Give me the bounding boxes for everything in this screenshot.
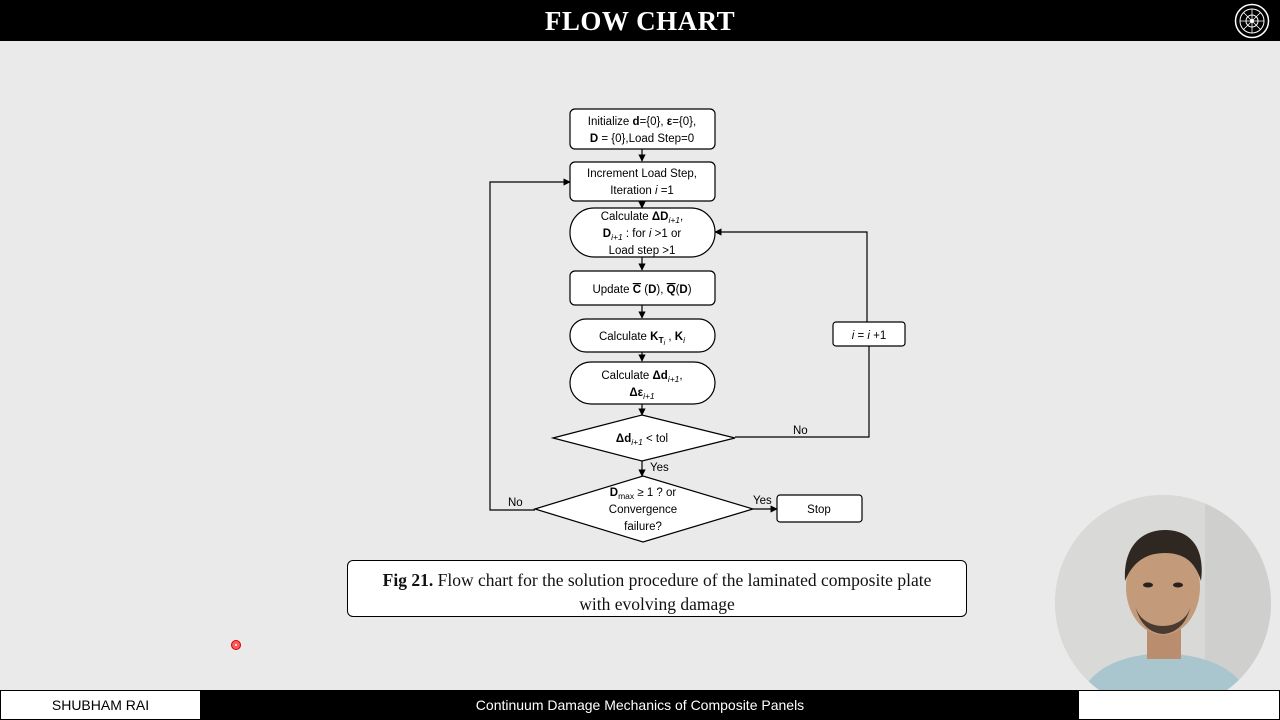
node-initialize	[569, 108, 716, 150]
increment-line2: Iteration i =1	[610, 185, 674, 197]
footer-right-box	[1079, 691, 1279, 719]
damage-line3: failure?	[624, 521, 662, 533]
figure-caption: Fig 21. Flow chart for the solution proc…	[347, 560, 967, 617]
label-yes-damage: Yes	[753, 495, 772, 507]
init-line2: D = {0},Load Step=0	[590, 133, 694, 145]
footer-bar: SHUBHAM RAI Continuum Damage Mechanics o…	[0, 690, 1280, 720]
node-increment	[569, 161, 716, 202]
arrow-damage-no-loop	[489, 178, 571, 511]
institute-seal-icon	[1234, 3, 1270, 39]
calcD-line2: Di+1 : for i >1 or	[603, 228, 682, 242]
label-yes-tol: Yes	[650, 462, 669, 474]
laser-pointer-icon	[231, 640, 241, 650]
increment-line1: Increment Load Step,	[587, 168, 697, 180]
node-iterate	[832, 321, 906, 347]
label-no-damage: No	[508, 497, 523, 509]
damage-line2: Convergence	[609, 504, 677, 516]
arrow-iterate-to-calcD	[714, 228, 868, 322]
node-check-damage	[532, 475, 756, 543]
slide-title: FLOW CHART	[544, 6, 736, 36]
iterate-text: i = i +1	[852, 330, 887, 342]
tol-text: Δdi+1 < tol	[616, 433, 668, 447]
init-line1: Initialize d={0}, ε={0},	[588, 116, 696, 128]
calcK-text: Calculate KTi , Ki	[599, 331, 686, 347]
caption-line2: with evolving damage	[579, 594, 735, 614]
calcD-line3: Load step >1	[609, 245, 676, 257]
calcD-line1: Calculate ΔDi+1,	[601, 211, 684, 225]
caption-line1: Flow chart for the solution procedure of…	[433, 570, 932, 590]
stop-text: Stop	[807, 504, 831, 516]
node-calc-K	[569, 318, 716, 353]
caption-label: Fig 21.	[382, 570, 434, 590]
course-title: Continuum Damage Mechanics of Composite …	[475, 697, 805, 713]
node-stop	[776, 494, 863, 523]
node-calc-d	[569, 361, 716, 405]
node-check-tol	[550, 414, 736, 462]
calcd-line1: Calculate Δdi+1,	[601, 370, 682, 384]
calcd-line2: Δεi+1	[629, 387, 655, 401]
title-bar: FLOW CHART	[0, 0, 1280, 41]
webcam-presenter	[1055, 495, 1271, 711]
damage-line1: Dmax ≥ 1 ? or	[610, 487, 677, 501]
node-calc-D	[569, 207, 716, 258]
presenter-name: SHUBHAM RAI	[1, 691, 200, 719]
label-no-tol: No	[793, 425, 808, 437]
update-text: Update C (D), Q(D)	[592, 284, 691, 296]
arrow-no-to-iterate	[735, 346, 870, 438]
node-update	[569, 270, 716, 306]
